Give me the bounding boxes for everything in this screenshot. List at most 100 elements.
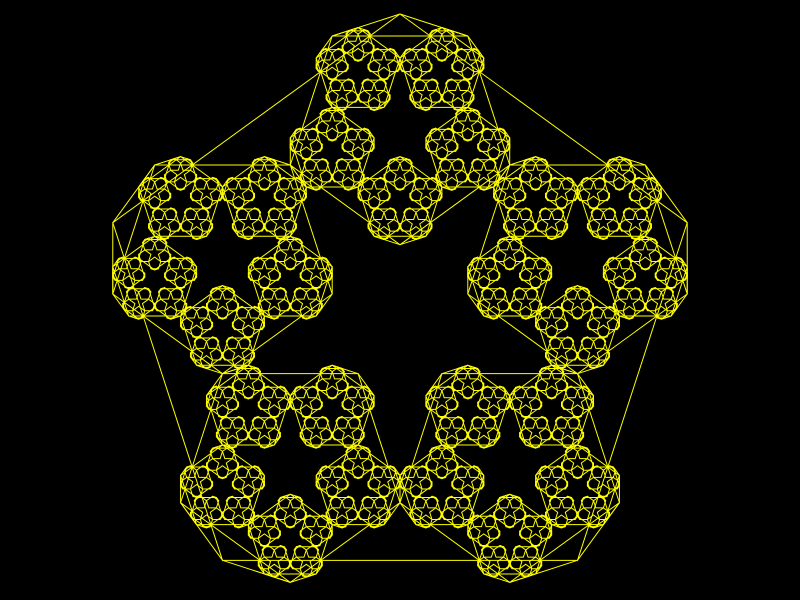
connector-line-level-3 [421,207,427,210]
pentagon-level-4 [309,434,323,448]
connector-line-level-3 [545,159,549,164]
connector-line-level-3 [222,356,226,361]
pentagon-level-4 [225,298,240,312]
pentagon-level-4 [209,347,224,361]
pentagon-level-3 [247,515,281,548]
pentagon-level-4 [209,188,224,202]
connector-line-level-3 [364,176,369,180]
connector-line-level-3 [645,207,650,210]
connector-line-level-3 [499,287,504,290]
pentagon-level-4 [461,66,475,80]
pentagon-level-3 [299,257,333,290]
connector-line-level-2 [503,227,511,237]
connector-line-level-2 [112,258,120,268]
pentagon-level-4 [315,120,330,134]
connector-line-level-3 [380,495,385,498]
connector-line-level-3 [519,534,523,539]
connector-line-level-3 [306,416,311,419]
pentagon-level-4 [425,139,439,152]
connector-line-level-1 [441,364,468,375]
pentagon-level-4 [399,476,413,490]
connector-line-level-3 [154,207,159,210]
connector-line-level-3 [164,239,168,244]
pentagon-level-3 [357,496,391,529]
connector-line-level-2 [289,129,297,139]
connector-line-level-3 [286,526,291,529]
pentagon-level-4 [112,268,126,281]
pentagon-level-4 [387,476,401,490]
pentagon-level-4 [503,195,517,209]
pentagon-level-4 [544,483,559,497]
pentagon-level-4 [519,305,533,319]
pentagon-level-4 [273,507,288,520]
connector-line-level-3 [489,416,494,419]
connector-line-level-3 [497,497,501,501]
connector-line-level-3 [202,465,207,468]
connector-line-level-2 [551,235,562,240]
connector-line-level-3 [254,256,259,259]
pentagon-level-4 [231,218,246,232]
connector-line-level-3 [435,79,439,84]
connector-line-level-2 [289,386,297,397]
connector-line-level-3 [306,256,311,259]
connector-line-level-3 [455,110,459,115]
pentagon-level-4 [154,298,168,312]
connector-line-level-1 [315,293,333,317]
connector-line-level-3 [547,495,552,498]
connector-line-level-0 [399,13,468,37]
pentagon-level-4 [477,556,491,570]
connector-line-level-3 [387,159,391,164]
connector-line-level-3 [489,158,494,161]
connector-line-level-3 [274,317,279,320]
connector-line-level-3 [477,147,481,152]
connector-line-level-3 [328,139,333,142]
connector-line-level-3 [481,129,485,133]
connector-line-level-3 [397,227,401,232]
connector-line-level-3 [590,208,594,213]
connector-line-level-3 [274,416,279,419]
connector-line-level-3 [190,159,194,164]
connector-line-level-3 [315,546,319,551]
pentagon-level-4 [377,188,391,202]
pentagon-level-4 [528,533,543,546]
pentagon-level-4 [351,404,365,418]
connector-line-level-3 [535,288,539,293]
connector-line-level-3 [331,178,335,183]
pentagon-level-4 [377,226,391,239]
connector-line-level-3 [335,159,339,164]
pentagon-level-3 [299,515,333,548]
connector-line-level-1 [493,164,511,188]
connector-line-level-3 [371,147,375,152]
connector-line-level-1 [154,156,181,166]
pentagon-level-4 [451,476,465,490]
connector-line-level-3 [206,526,211,529]
connector-line-level-3 [170,207,175,210]
connector-line-level-3 [383,78,388,81]
connector-line-level-3 [355,98,359,103]
connector-line-level-3 [329,178,333,183]
pentagon-level-4 [341,397,355,410]
connector-line-level-3 [283,288,287,293]
connector-line-level-2 [541,364,552,369]
pentagon-level-4 [299,427,313,441]
pentagon-level-4 [235,427,249,441]
connector-line-level-3 [499,545,504,548]
connector-line-level-3 [338,158,343,161]
connector-line-level-3 [538,208,543,213]
pentagon-level-2 [357,155,443,237]
connector-line-level-3 [231,288,236,293]
connector-line-level-2 [425,129,433,139]
connector-line-level-3 [164,276,168,281]
connector-line-level-3 [619,227,623,232]
connector-line-level-3 [277,534,281,539]
pentagon-level-4 [325,507,339,520]
connector-line-level-3 [564,386,569,391]
pentagon-level-3 [586,307,621,339]
pentagon-level-4 [122,275,136,289]
pentagon-level-3 [451,367,485,400]
connector-line-level-3 [413,178,417,183]
connector-line-level-2 [283,386,291,397]
pentagon-level-4 [189,226,204,239]
connector-line-level-3 [479,188,484,191]
connector-line-level-2 [431,444,443,449]
